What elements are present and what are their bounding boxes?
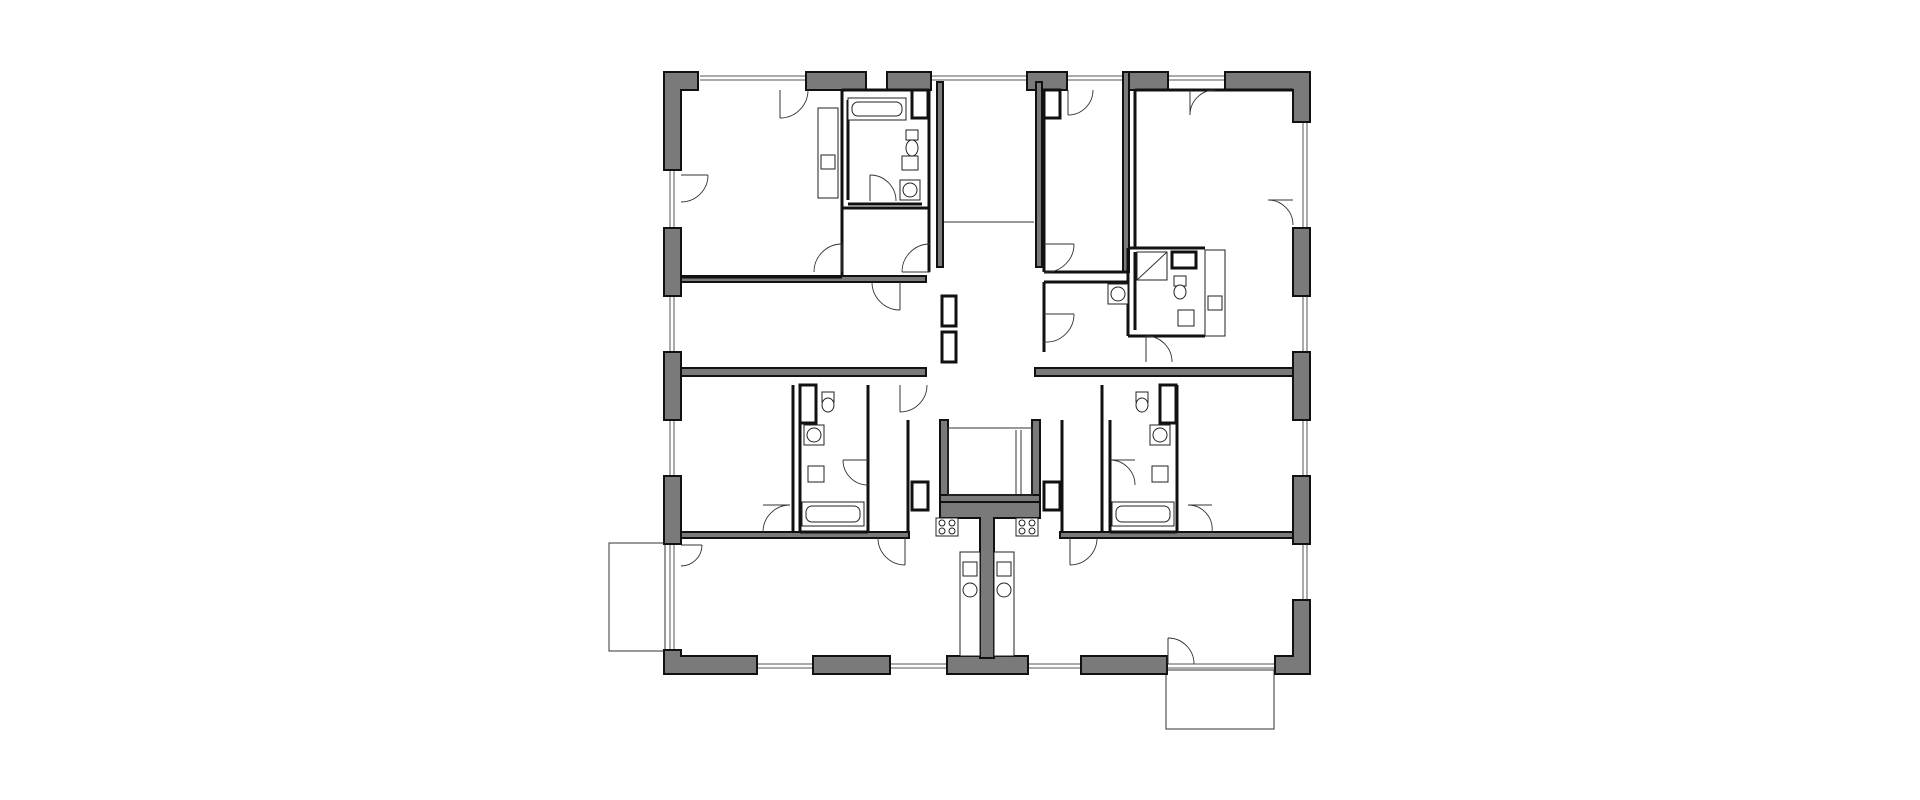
balcony-right <box>1165 669 1275 730</box>
bathtub-icon <box>801 97 1175 527</box>
stair-core <box>944 221 1034 496</box>
shower-tray-icon <box>1136 251 1168 281</box>
interior-structural-walls <box>680 71 1294 659</box>
toilet-icon <box>821 129 1187 413</box>
balcony-left <box>608 542 666 652</box>
partitions <box>681 88 1293 534</box>
window-glazing <box>669 75 1308 669</box>
swing-door-icon <box>680 89 1294 665</box>
wash-basin-icon <box>807 155 1195 483</box>
washing-machine-icon <box>803 179 1171 446</box>
exterior-walls <box>663 71 1311 675</box>
duct-shafts <box>798 88 1198 512</box>
kitchen-counter-icon <box>817 107 1226 657</box>
